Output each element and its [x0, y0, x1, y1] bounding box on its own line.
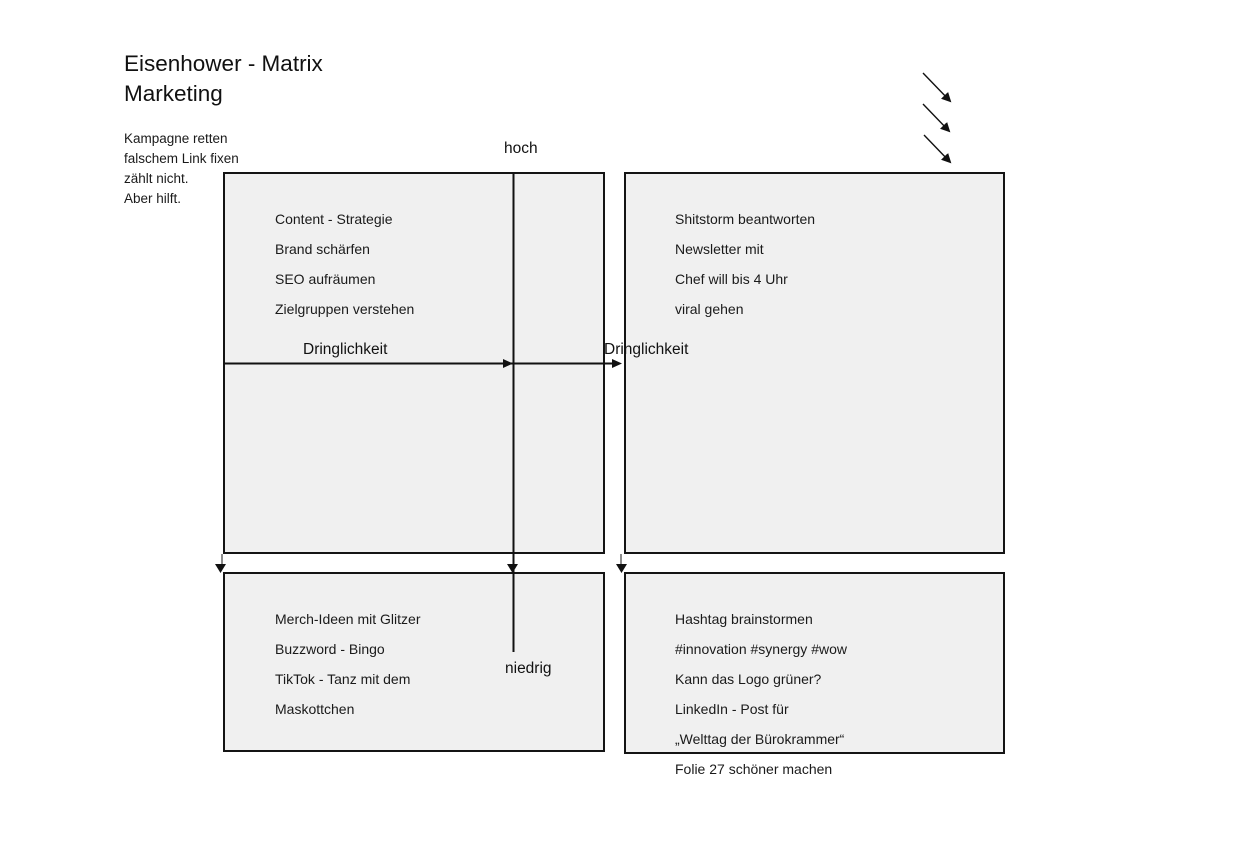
page-title[interactable]: Eisenhower - Matrix Marketing	[124, 49, 323, 109]
quadrant-box-bottom-left[interactable]	[223, 572, 605, 752]
task-item: Buzzword - Bingo	[275, 641, 385, 657]
task-item: Newsletter mit	[675, 241, 764, 257]
task-list-top-right[interactable]: Shitstorm beantworten Newsletter mit Che…	[675, 204, 815, 324]
task-item: „Welttag der Bürokrammer“	[675, 731, 845, 747]
task-item: Maskottchen	[275, 701, 355, 717]
side-note-line: zählt nicht.	[124, 171, 189, 186]
task-item: LinkedIn - Post für	[675, 701, 789, 717]
task-list-top-left[interactable]: Content - Strategie Brand schärfen SEO a…	[275, 204, 414, 324]
axis-label-dringlichkeit-left[interactable]: Dringlichkeit	[303, 341, 388, 358]
task-item: Brand schärfen	[275, 241, 370, 257]
task-item: viral gehen	[675, 301, 744, 317]
axis-label-dringlichkeit-right[interactable]: Dringlichkeit	[604, 341, 689, 358]
side-note[interactable]: Kampagne retten falschem Link fixen zähl…	[124, 129, 239, 209]
task-item: Folie 27 schöner machen	[675, 761, 833, 777]
diagonal-arrow-1[interactable]	[922, 72, 952, 103]
task-item: Zielgruppen verstehen	[275, 301, 415, 317]
diagonal-arrow-3[interactable]	[923, 134, 952, 164]
task-item: Content - Strategie	[275, 211, 393, 227]
task-item: SEO aufräumen	[275, 271, 376, 287]
quadrant-box-top-right[interactable]	[624, 172, 1005, 554]
diagonal-arrow-2[interactable]	[922, 103, 951, 133]
arrowhead-right-end-icon	[612, 359, 622, 368]
task-item: Kann das Logo grüner?	[675, 671, 822, 687]
task-item: Merch-Ideen mit Glitzer	[275, 611, 421, 627]
side-note-line: falschem Link fixen	[124, 151, 239, 166]
task-item: Chef will bis 4 Uhr	[675, 271, 788, 287]
quadrant-box-bottom-right[interactable]	[624, 572, 1005, 754]
page-title-line-1: Eisenhower - Matrix	[124, 51, 323, 76]
page-title-line-2: Marketing	[124, 81, 223, 106]
side-note-line: Aber hilft.	[124, 191, 182, 206]
task-item: #innovation #synergy #wow	[675, 641, 847, 657]
axis-label-hoch[interactable]: hoch	[504, 140, 538, 157]
side-note-line: Kampagne retten	[124, 131, 228, 146]
task-list-bottom-left[interactable]: Merch-Ideen mit Glitzer Buzzword - Bingo…	[275, 604, 420, 724]
task-list-bottom-right[interactable]: Hashtag brainstormen #innovation #synerg…	[675, 604, 847, 784]
task-item: Hashtag brainstormen	[675, 611, 813, 627]
axis-label-niedrig[interactable]: niedrig	[505, 660, 552, 677]
task-item: Shitstorm beantworten	[675, 211, 816, 227]
task-item: TikTok - Tanz mit dem	[275, 671, 411, 687]
